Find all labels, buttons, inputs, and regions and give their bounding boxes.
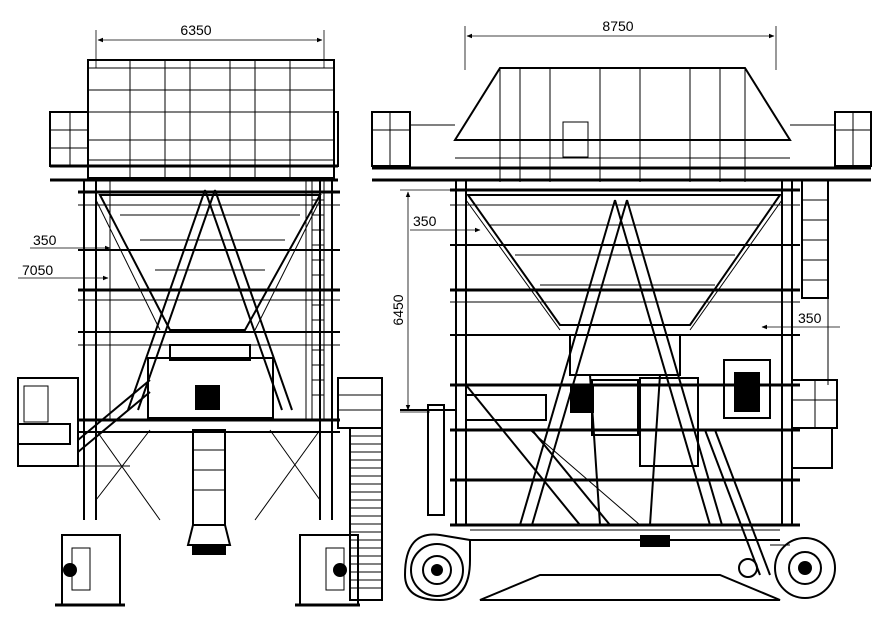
side-frame — [400, 179, 838, 576]
side-view — [371, 67, 872, 602]
front-leg-right — [295, 534, 360, 607]
dim-label-side-height: 6450 — [390, 294, 406, 325]
side-undercarriage — [403, 529, 836, 602]
front-ladder-rungs — [312, 199, 324, 396]
dimension-side-offset-right: 350 — [761, 310, 840, 330]
front-leg-left — [55, 534, 125, 607]
front-view — [17, 59, 383, 607]
dim-label-front-width: 6350 — [180, 22, 211, 38]
dim-label-side-offset-right: 350 — [798, 310, 822, 326]
front-right-stair — [337, 377, 383, 601]
dimension-front-width: 6350 — [95, 22, 325, 68]
dim-label-front-height: 7050 — [22, 262, 53, 278]
front-chute — [147, 344, 274, 555]
dim-label-side-width: 8750 — [602, 18, 633, 34]
dimension-front-height: 7050 — [18, 262, 109, 281]
front-left-cabin — [17, 377, 151, 467]
dimension-side-offset-left: 350 — [410, 213, 481, 233]
dimension-front-offset: 350 — [30, 232, 111, 251]
side-top-cabin — [371, 67, 872, 182]
front-frame — [78, 180, 340, 521]
dimension-side-width: 8750 — [464, 18, 777, 70]
front-top-cabin — [49, 59, 339, 182]
dimension-side-height: 6450 — [390, 189, 462, 413]
dim-label-front-offset: 350 — [33, 232, 57, 248]
dim-label-side-offset-left: 350 — [413, 213, 437, 229]
